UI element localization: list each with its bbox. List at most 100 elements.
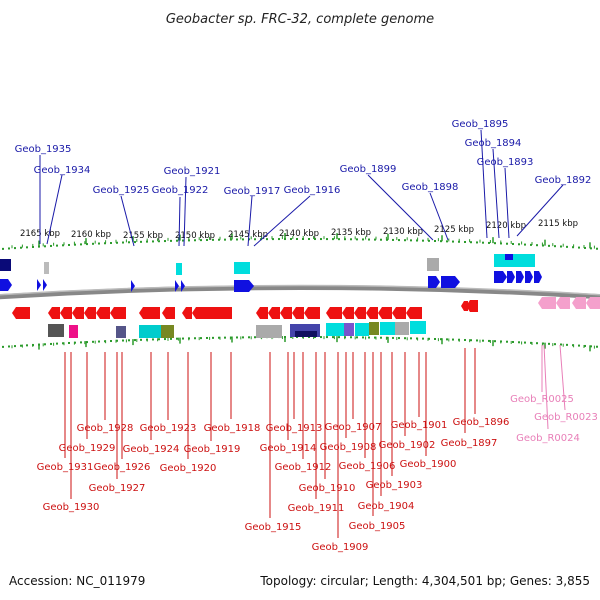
feature-box[interactable] xyxy=(427,258,439,271)
feature-box[interactable] xyxy=(0,259,11,271)
gene-arrow-reverse[interactable] xyxy=(60,307,72,319)
gene-arrow-forward[interactable] xyxy=(43,279,47,291)
gene-arrow-reverse[interactable] xyxy=(192,307,232,319)
feature-box[interactable] xyxy=(256,325,282,338)
feature-box[interactable] xyxy=(380,322,395,335)
gene-label-bottom[interactable]: Geob_1907 xyxy=(325,422,382,433)
gene-label-bottom[interactable]: Geob_1905 xyxy=(349,521,406,532)
gene-label-top[interactable]: Geob_1892 xyxy=(535,175,592,186)
gene-label-top[interactable]: Geob_1916 xyxy=(284,185,341,196)
gene-label-bottom[interactable]: Geob_1914 xyxy=(260,443,317,454)
gene-arrow-forward[interactable] xyxy=(131,280,135,292)
gene-label-top[interactable]: Geob_1895 xyxy=(452,119,509,130)
feature-box[interactable] xyxy=(44,262,49,274)
gene-label-bottom[interactable]: Geob_1930 xyxy=(43,502,100,513)
gene-label-top[interactable]: Geob_1925 xyxy=(93,185,150,196)
gene-arrow-reverse[interactable] xyxy=(162,307,175,319)
gene-label-bottom[interactable]: Geob_1897 xyxy=(441,438,498,449)
gene-label-bottom[interactable]: Geob_1915 xyxy=(245,522,302,533)
rna-gene-label[interactable]: Geob_R0024 xyxy=(516,433,580,444)
feature-box[interactable] xyxy=(69,325,78,338)
gene-label-bottom[interactable]: Geob_1911 xyxy=(288,503,345,514)
feature-box[interactable] xyxy=(505,254,513,260)
gene-label-bottom[interactable]: Geob_1919 xyxy=(184,444,241,455)
gene-label-bottom[interactable]: Geob_1901 xyxy=(391,420,448,431)
gene-label-bottom[interactable]: Geob_1910 xyxy=(299,483,356,494)
gene-label-top[interactable]: Geob_1921 xyxy=(164,166,221,177)
gene-label-bottom[interactable]: Geob_1902 xyxy=(379,440,436,451)
gene-label-bottom[interactable]: Geob_1931 xyxy=(37,462,94,473)
feature-box[interactable] xyxy=(395,322,409,335)
gene-arrow-reverse[interactable] xyxy=(461,301,468,311)
gene-arrow-forward[interactable] xyxy=(516,271,524,283)
gene-arrow-reverse[interactable] xyxy=(48,307,60,319)
gene-arrow-reverse[interactable] xyxy=(392,307,406,319)
gene-label-bottom[interactable]: Geob_1926 xyxy=(94,462,151,473)
gene-label-bottom[interactable]: Geob_1923 xyxy=(140,423,197,434)
gene-label-top[interactable]: Geob_1893 xyxy=(477,157,534,168)
feature-box[interactable] xyxy=(344,323,354,336)
rna-arrow[interactable] xyxy=(572,297,586,309)
gene-arrow-forward[interactable] xyxy=(181,280,185,292)
gene-arrow-reverse[interactable] xyxy=(466,300,478,312)
gene-arrow-forward[interactable] xyxy=(534,271,542,283)
gene-arrow-reverse[interactable] xyxy=(280,307,292,319)
gene-arrow-forward[interactable] xyxy=(441,276,460,288)
feature-box[interactable] xyxy=(116,326,126,338)
gene-label-top[interactable]: Geob_1899 xyxy=(340,164,397,175)
gene-arrow-forward[interactable] xyxy=(234,280,254,292)
feature-box[interactable] xyxy=(48,324,64,337)
feature-box[interactable] xyxy=(234,262,250,274)
feature-box[interactable] xyxy=(295,331,317,337)
gene-label-bottom[interactable]: Geob_1906 xyxy=(339,461,396,472)
feature-box[interactable] xyxy=(369,322,379,335)
feature-box[interactable] xyxy=(410,321,426,334)
gene-label-bottom[interactable]: Geob_1900 xyxy=(400,459,457,470)
gene-arrow-reverse[interactable] xyxy=(326,307,342,319)
gene-arrow-reverse[interactable] xyxy=(12,307,30,319)
gene-arrow-reverse[interactable] xyxy=(72,307,84,319)
gene-arrow-reverse[interactable] xyxy=(110,307,126,319)
gene-label-top[interactable]: Geob_1894 xyxy=(465,138,522,149)
gene-label-bottom[interactable]: Geob_1924 xyxy=(123,444,180,455)
gene-label-bottom[interactable]: Geob_1918 xyxy=(204,423,261,434)
gene-label-bottom[interactable]: Geob_1912 xyxy=(275,462,332,473)
gene-label-top[interactable]: Geob_1934 xyxy=(34,165,91,176)
gene-arrow-reverse[interactable] xyxy=(342,307,354,319)
gene-label-bottom[interactable]: Geob_1908 xyxy=(320,442,377,453)
gene-arrow-forward[interactable] xyxy=(525,271,533,283)
gene-arrow-reverse[interactable] xyxy=(292,307,304,319)
gene-arrow-reverse[interactable] xyxy=(406,307,422,319)
gene-arrow-forward[interactable] xyxy=(37,279,41,291)
gene-arrow-reverse[interactable] xyxy=(84,307,96,319)
gene-arrow-forward[interactable] xyxy=(428,276,440,288)
gene-label-bottom[interactable]: Geob_1928 xyxy=(77,423,134,434)
feature-box[interactable] xyxy=(139,325,162,338)
gene-arrow-reverse[interactable] xyxy=(139,307,160,319)
feature-box[interactable] xyxy=(355,323,369,336)
gene-arrow-reverse[interactable] xyxy=(354,307,366,319)
gene-arrow-forward[interactable] xyxy=(494,271,507,283)
gene-arrow-reverse[interactable] xyxy=(182,307,192,319)
gene-arrow-reverse[interactable] xyxy=(268,307,280,319)
rna-arrow[interactable] xyxy=(556,297,570,309)
gene-label-top[interactable]: Geob_1935 xyxy=(15,144,72,155)
gene-label-bottom[interactable]: Geob_1913 xyxy=(266,423,323,434)
gene-label-bottom[interactable]: Geob_1927 xyxy=(89,483,146,494)
gene-label-bottom[interactable]: Geob_1903 xyxy=(366,480,423,491)
gene-label-bottom[interactable]: Geob_1896 xyxy=(453,417,510,428)
gene-arrow-forward[interactable] xyxy=(507,271,515,283)
gene-label-bottom[interactable]: Geob_1929 xyxy=(59,443,116,454)
rna-gene-label[interactable]: Geob_R0023 xyxy=(534,412,598,423)
rna-arrow[interactable] xyxy=(538,297,556,309)
feature-box[interactable] xyxy=(326,323,344,336)
gene-label-top[interactable]: Geob_1898 xyxy=(402,182,459,193)
gene-arrow-forward[interactable] xyxy=(175,280,179,292)
feature-box[interactable] xyxy=(161,325,174,338)
gene-arrow-reverse[interactable] xyxy=(366,307,378,319)
rna-arrow[interactable] xyxy=(586,297,600,309)
feature-box[interactable] xyxy=(176,263,182,275)
gene-label-bottom[interactable]: Geob_1904 xyxy=(358,501,415,512)
gene-label-bottom[interactable]: Geob_1909 xyxy=(312,542,369,553)
